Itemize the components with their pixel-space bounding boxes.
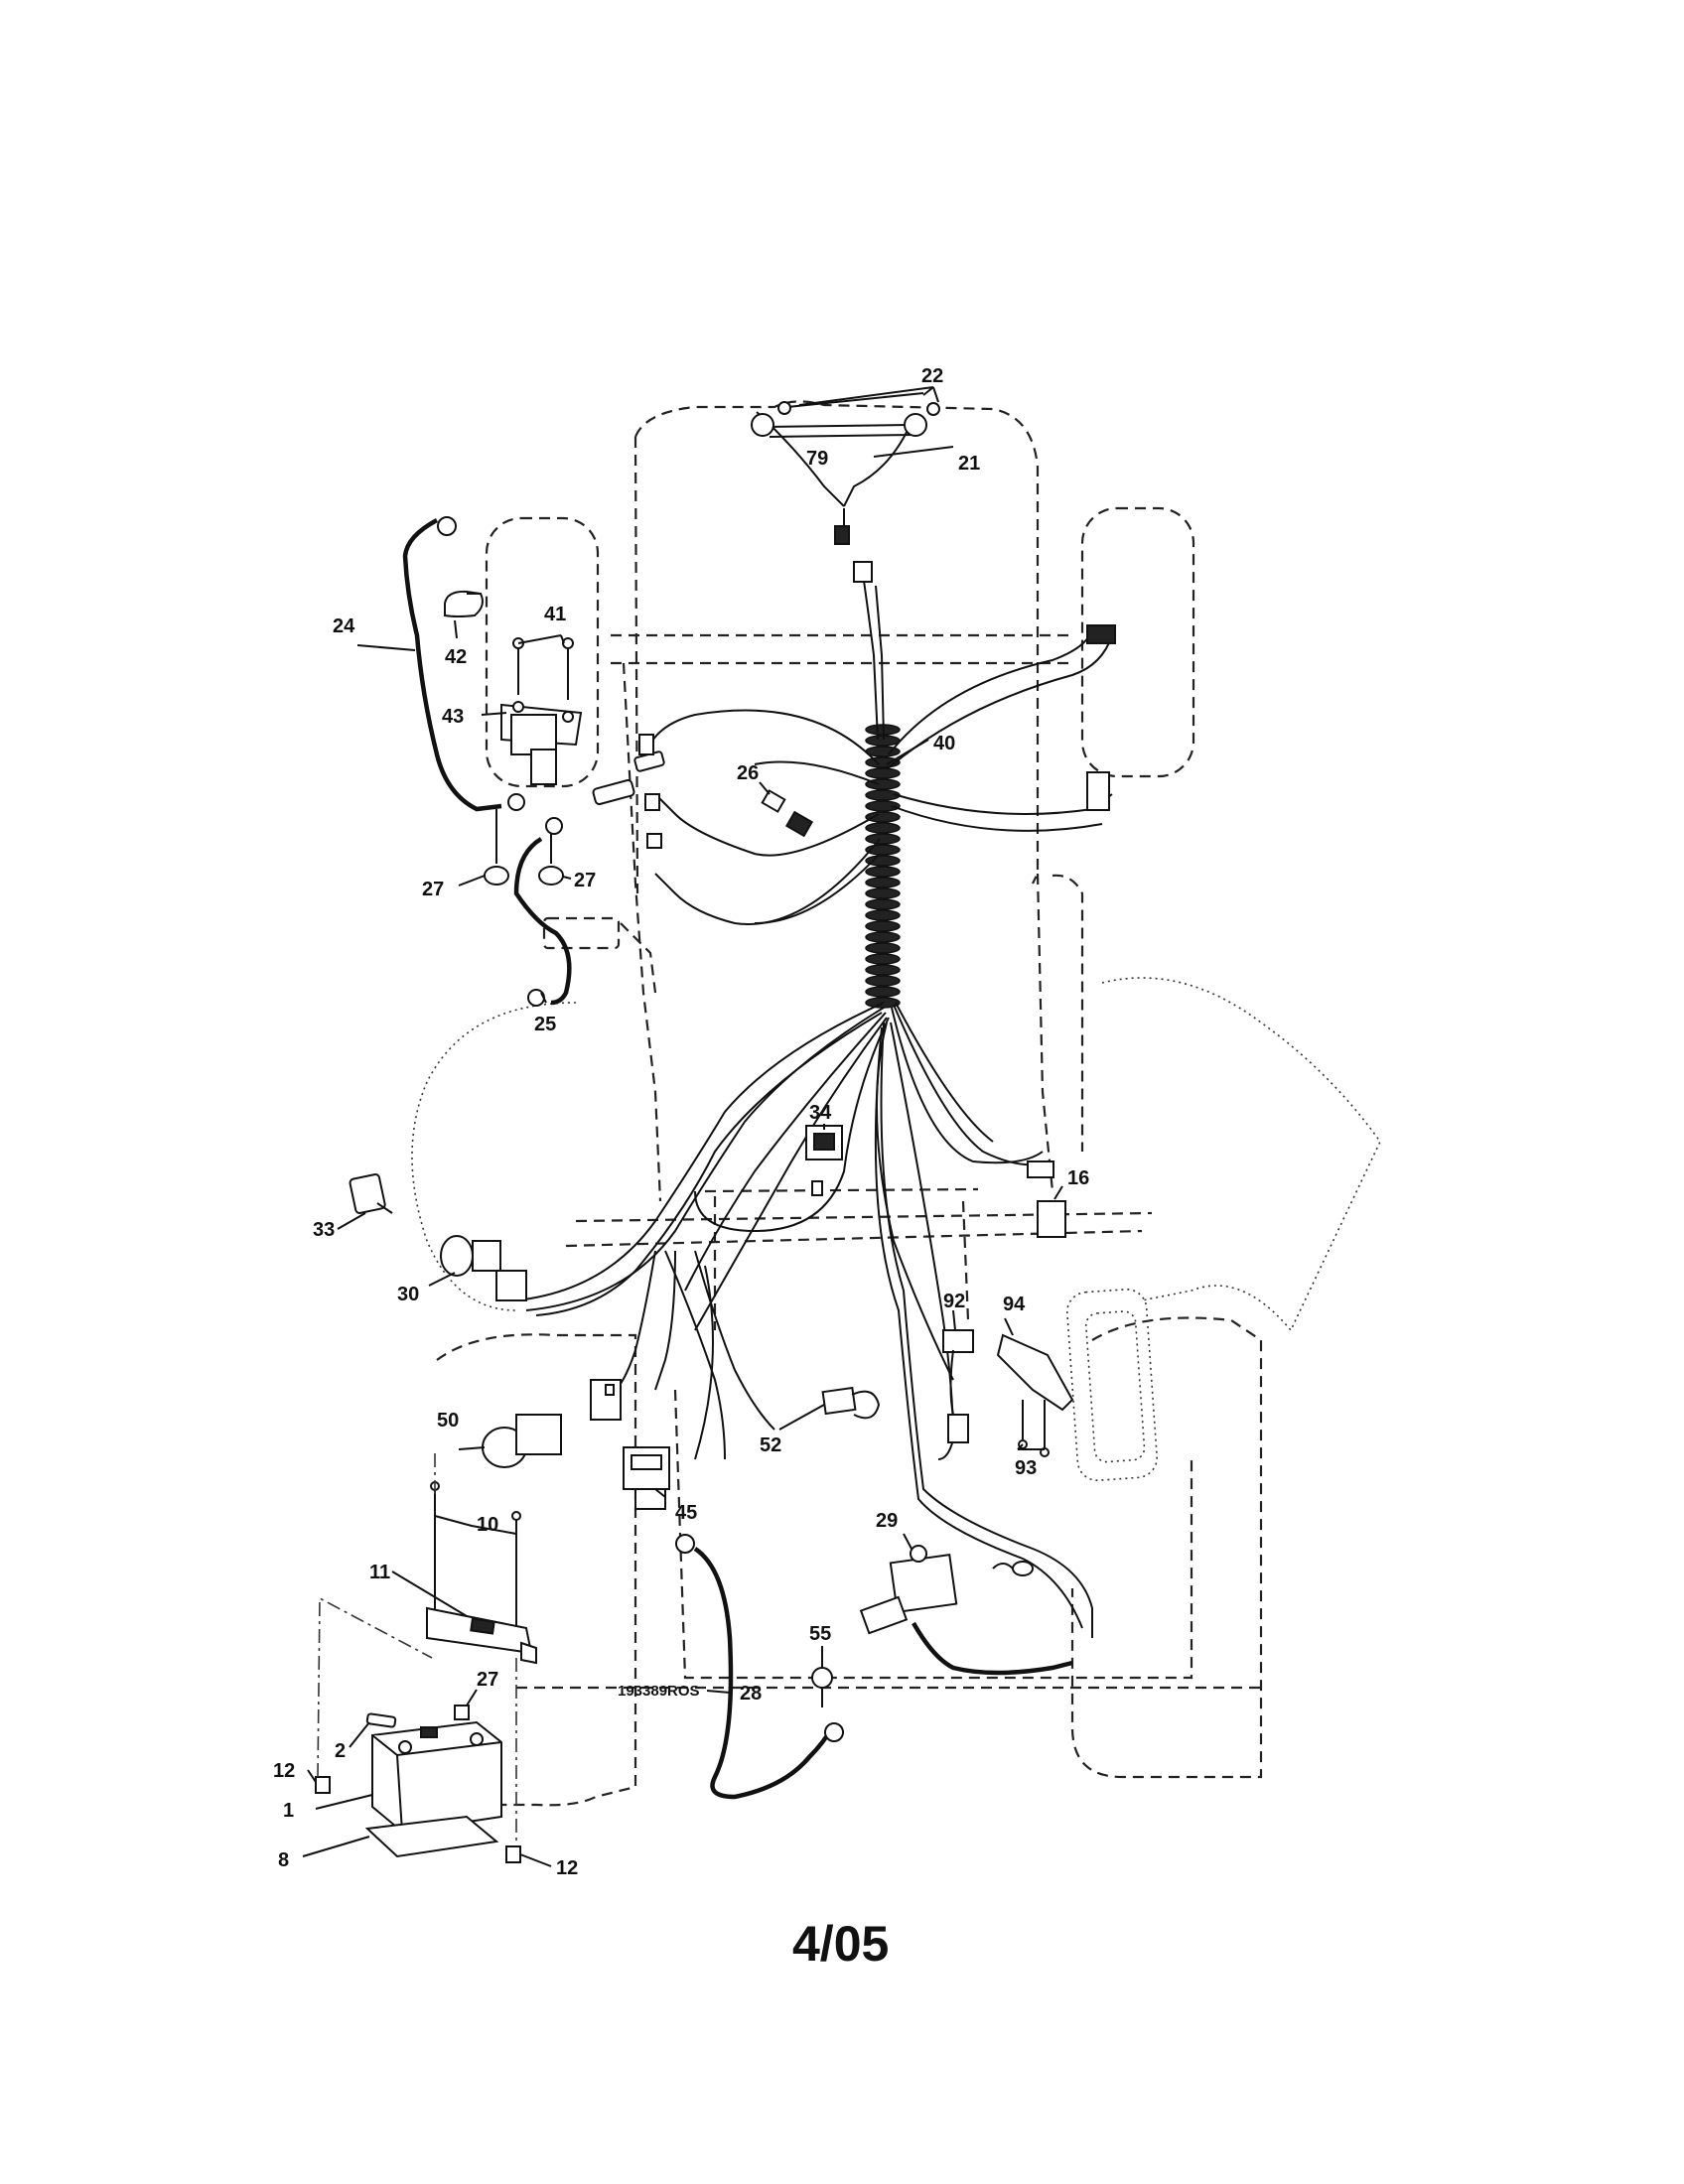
callout-10: 10 xyxy=(477,1514,498,1536)
tractor-outline xyxy=(436,400,1266,1807)
headlight-assembly xyxy=(751,392,940,583)
callout-33: 33 xyxy=(313,1219,335,1241)
coil-ring xyxy=(865,877,901,888)
main-harness xyxy=(515,580,1113,1638)
callout-25: 25 xyxy=(534,1014,556,1035)
coil-ring xyxy=(865,975,901,987)
harness-coil xyxy=(865,724,901,1009)
coil-ring xyxy=(865,953,901,965)
callout-34: 34 xyxy=(809,1102,832,1124)
callout-45: 45 xyxy=(675,1502,697,1524)
callout-2: 2 xyxy=(335,1740,346,1762)
coil-ring xyxy=(865,964,901,976)
callout-16: 16 xyxy=(1067,1167,1089,1189)
coil-ring xyxy=(865,800,901,812)
coil-ring xyxy=(865,811,901,823)
callout-42: 42 xyxy=(445,646,467,668)
coil-ring xyxy=(865,866,901,878)
coil-ring xyxy=(865,931,901,943)
coil-ring xyxy=(865,767,901,779)
callout-1: 1 xyxy=(283,1800,294,1822)
coil-ring xyxy=(865,887,901,899)
callout-50: 50 xyxy=(437,1410,459,1432)
callout-24: 24 xyxy=(333,615,355,637)
callout-27-right: 27 xyxy=(574,870,596,891)
components xyxy=(315,624,1116,1863)
callout-94: 94 xyxy=(1003,1294,1026,1315)
callout-11: 11 xyxy=(369,1562,390,1583)
callout-22: 22 xyxy=(921,365,943,387)
solenoid-assembly xyxy=(402,516,665,1007)
callout-12-left: 12 xyxy=(273,1760,295,1782)
fender-outlines xyxy=(411,977,1381,1482)
coil-ring xyxy=(865,833,901,845)
callout-52: 52 xyxy=(760,1434,781,1456)
callout-92: 92 xyxy=(943,1291,965,1312)
callout-40: 40 xyxy=(933,733,955,754)
coil-ring xyxy=(865,909,901,921)
callout-41: 41 xyxy=(544,604,566,625)
coil-ring xyxy=(865,920,901,932)
callout-28: 28 xyxy=(740,1683,762,1705)
coil-ring xyxy=(865,942,901,954)
callout-26: 26 xyxy=(737,762,759,784)
callout-43: 43 xyxy=(442,706,464,728)
coil-ring xyxy=(865,844,901,856)
callout-55: 55 xyxy=(809,1623,831,1645)
callout-93: 93 xyxy=(1015,1457,1037,1479)
callout-27-battery: 27 xyxy=(477,1669,498,1691)
callout-21: 21 xyxy=(958,453,980,475)
callout-79: 79 xyxy=(806,448,828,470)
callout-29: 29 xyxy=(876,1510,898,1532)
callout-8: 8 xyxy=(278,1849,289,1871)
leader-lines xyxy=(302,386,1063,1867)
coil-ring xyxy=(865,898,901,910)
callout-12-right: 12 xyxy=(556,1857,578,1879)
drawing-number: 193389ROS xyxy=(618,1683,700,1700)
coil-ring xyxy=(865,822,901,834)
page-footer-date: 4/05 xyxy=(792,1916,889,1972)
callout-30: 30 xyxy=(397,1284,419,1305)
callout-27-left: 27 xyxy=(422,879,444,900)
callout-labels: 22 79 21 24 41 42 43 40 26 27 27 25 34 1… xyxy=(273,365,1089,1879)
coil-ring xyxy=(865,986,901,998)
